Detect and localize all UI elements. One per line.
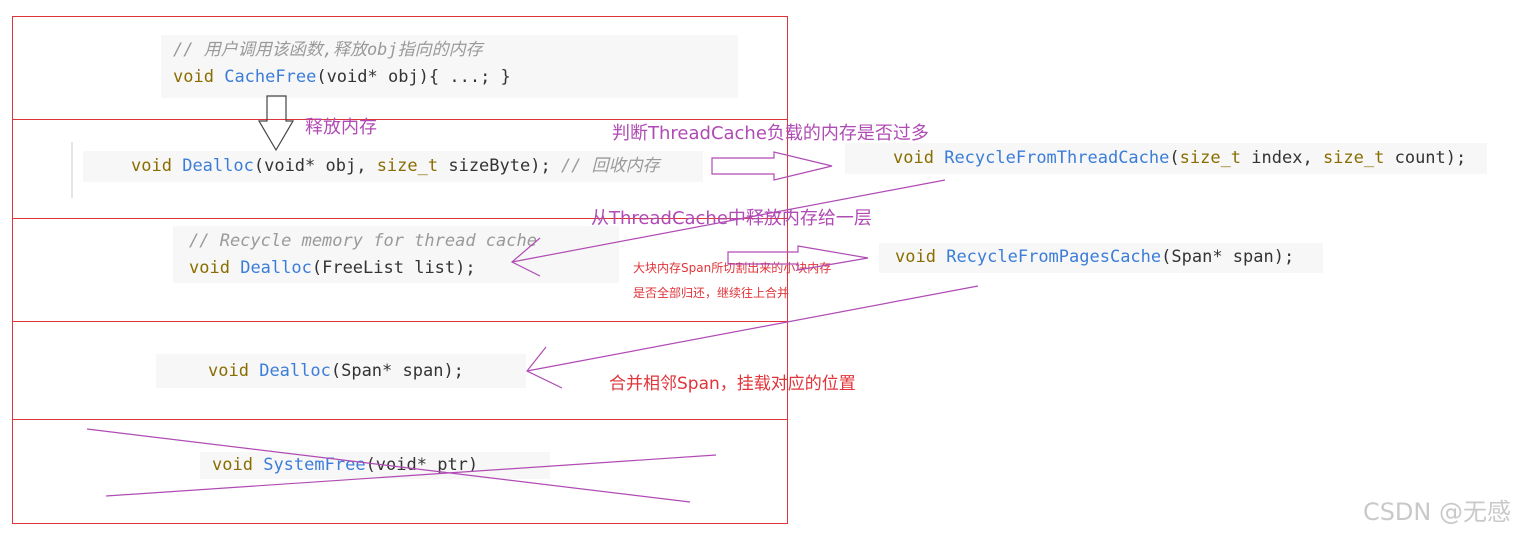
note-merge-span: 合并相邻Span，挂载对应的位置 <box>609 374 856 394</box>
note-big-block-line2: 是否全部归还，继续往上合并 <box>633 286 790 300</box>
code-recycle-from-threadcache: void RecycleFromThreadCache(size_t index… <box>845 143 1487 174</box>
code-systemfree: void SystemFree(void* ptr) <box>200 452 550 479</box>
layer-box-1 <box>12 16 788 120</box>
layer-box-5 <box>12 419 788 524</box>
code-dealloc-span: void Dealloc(Span* span); <box>156 354 526 388</box>
note-big-block-line1: 大块内存Span所切割出来的小块内存 <box>633 261 832 275</box>
note-release-from-threadcache: 从ThreadCache中释放内存给一层 <box>591 208 872 229</box>
code-dealloc-obj: void Dealloc(void* obj, size_t sizeByte)… <box>83 151 703 182</box>
note-judge-threadcache: 判断ThreadCache负载的内存是否过多 <box>612 123 929 144</box>
watermark: CSDN @无感 <box>1362 498 1511 526</box>
code-recycle-from-pagescache: void RecycleFromPagesCache(Span* span); <box>879 243 1323 273</box>
code-cachefree: // 用户调用该函数,释放obj指向的内存 void CacheFree(voi… <box>161 35 738 98</box>
code-dealloc-freelist: // Recycle memory for thread cache void … <box>173 226 619 283</box>
note-release-memory: 释放内存 <box>305 117 377 138</box>
